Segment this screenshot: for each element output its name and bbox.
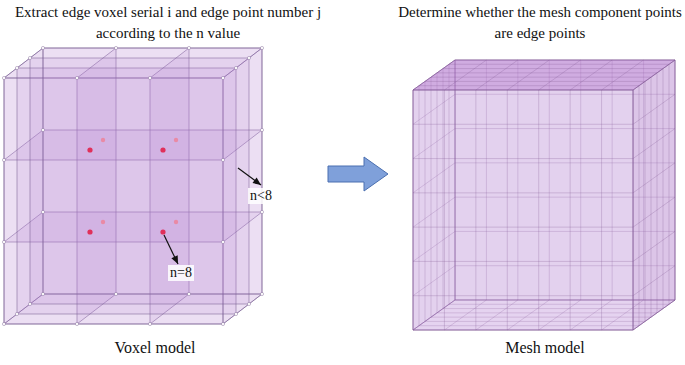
mesh-face [413, 90, 633, 330]
grid-point [2, 76, 5, 79]
mesh-model [413, 60, 675, 330]
grid-point [28, 302, 31, 305]
leader-arrow-head [171, 255, 178, 264]
leader-arrow-head [252, 177, 261, 185]
grid-point [260, 292, 263, 295]
grid-point [260, 210, 263, 213]
grid-point [221, 322, 224, 325]
grid-point [41, 210, 44, 213]
grid-point [41, 128, 44, 131]
mesh-face [633, 60, 675, 330]
leader-arrow [238, 168, 261, 185]
grid-point [2, 158, 5, 161]
block-arrow [328, 157, 388, 191]
grid-point [247, 302, 250, 305]
grid-point [260, 128, 263, 131]
panel-caption: Voxel model [95, 338, 215, 358]
grid-point [234, 312, 237, 315]
grid-point [260, 46, 263, 49]
grid-point [75, 76, 78, 79]
grid-point [247, 56, 250, 59]
edge-point [160, 147, 165, 152]
grid-point [114, 46, 117, 49]
voxel-slice [43, 48, 262, 294]
grid-point [148, 76, 151, 79]
grid-point [234, 66, 237, 69]
grid-point [75, 322, 78, 325]
grid-point [2, 240, 5, 243]
count-label: n=8 [168, 265, 194, 281]
grid-point [187, 292, 190, 295]
step-note: Extract edge voxel serial i and edge poi… [3, 2, 333, 44]
panel-caption: Mesh model [485, 338, 605, 358]
grid-point [2, 322, 5, 325]
grid-point [28, 56, 31, 59]
mesh-grid [419, 60, 669, 90]
count-label: n<8 [248, 188, 274, 204]
edge-point [87, 147, 92, 152]
edge-point [87, 229, 92, 234]
leader-arrow [164, 235, 178, 264]
grid-point [41, 292, 44, 295]
grid-point [221, 240, 224, 243]
grid-point [148, 322, 151, 325]
edge-point [174, 138, 178, 142]
grid-point [41, 46, 44, 49]
mesh-face [413, 60, 675, 90]
grid-point [221, 76, 224, 79]
voxel-model [2, 46, 263, 325]
edge-point [101, 138, 105, 142]
edge-point [174, 220, 178, 224]
grid-point [187, 46, 190, 49]
step-note: Determine whether the mesh component poi… [398, 2, 682, 44]
grid-point [15, 66, 18, 69]
grid-point [114, 292, 117, 295]
mesh-grid [633, 64, 675, 325]
edge-point [160, 229, 165, 234]
edge-point [101, 220, 105, 224]
mesh-grid [413, 90, 633, 330]
grid-point [15, 312, 18, 315]
grid-point [221, 158, 224, 161]
